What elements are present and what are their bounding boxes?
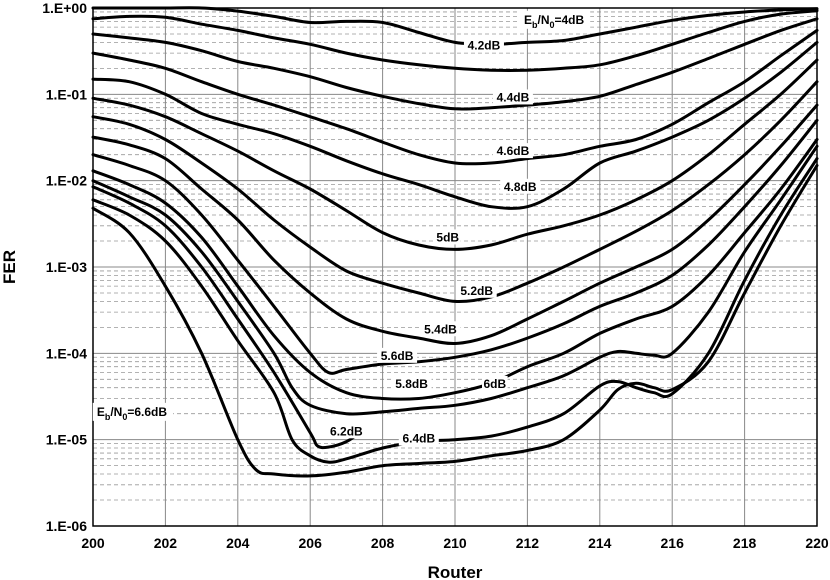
annotation-top-part: /N: [537, 13, 549, 27]
fer-curve-10: [91, 144, 819, 416]
curve-label: 5.4dB: [424, 322, 457, 336]
annotation-bottom-part: b: [105, 412, 111, 422]
x-tick-labels: 200 202 204 206 208 210 212 214 216 218 220: [81, 535, 829, 551]
y-axis-title: FER: [0, 250, 19, 284]
y-tick-label: 1.E-05: [46, 432, 87, 448]
fer-curve-4: [91, 40, 819, 210]
annotation-top-part: =4dB: [555, 13, 585, 27]
x-tick-label: 206: [299, 535, 323, 551]
y-tick-label: 1.E-04: [46, 345, 87, 361]
curve-label: 5.8dB: [395, 377, 428, 391]
curve-labels: 4.2dB 4.4dB 4.6dB 4.8dB 5dB 5.2dB 5.4dB 5.6dB 5.…: [92, 10, 591, 446]
curve-label-bg: [377, 347, 418, 363]
curve-label: 5.6dB: [381, 349, 414, 363]
annotation-top-part: 0: [549, 20, 554, 30]
fer-curve-1: [91, 9, 819, 73]
curve-label: 4.8dB: [504, 180, 537, 194]
y-tick-label: 1.E-06: [46, 518, 87, 534]
fer-curve-6: [91, 80, 819, 304]
y-tick-label: 1.E-03: [46, 259, 87, 275]
curve-label: 6.2dB: [330, 424, 363, 438]
plot-frame: [92, 7, 818, 527]
x-tick-label: 220: [805, 535, 829, 551]
annotation-bottom-bg: [92, 402, 174, 421]
annotation-top-bg: [519, 10, 591, 29]
y-tick-label: 1.E-01: [46, 86, 87, 102]
fer-curve-5: [91, 58, 819, 251]
curve-label-bg: [391, 375, 432, 391]
fer-curve-7: [91, 103, 819, 346]
x-tick-label: 202: [154, 535, 178, 551]
curve-label-bg: [420, 321, 461, 337]
annotation-bottom-part: E: [97, 405, 105, 419]
annotation-top-part: E: [524, 13, 532, 27]
curve-label-bg: [492, 143, 533, 159]
annotation-bottom-part: =6.6dB: [127, 405, 167, 419]
x-tick-label: 210: [443, 535, 467, 551]
x-tick-label: 216: [661, 535, 685, 551]
annotation-bottom-part: /N: [110, 405, 122, 419]
curve-label: 4.6dB: [497, 144, 530, 158]
curve-label: 4.4dB: [497, 90, 530, 104]
y-tick-label: 1.E-02: [46, 173, 87, 189]
fer-curve-11: [91, 185, 366, 450]
curve-label-bg: [492, 89, 533, 105]
curve-label: 5.2dB: [460, 284, 493, 298]
fer-curve-2: [91, 17, 819, 111]
fer-curve-8: [91, 118, 819, 375]
annotation-top-part: b: [532, 20, 538, 30]
curve-label-bg: [482, 375, 508, 391]
annotation-bottom: Eb/N0=6.6dB: [97, 405, 168, 422]
x-tick-label: 204: [226, 535, 250, 551]
curve-label: 4.2dB: [468, 38, 501, 52]
fer-curves: [91, 6, 819, 478]
annotation-bottom-part: 0: [122, 412, 127, 422]
fer-curve-13: [91, 164, 819, 478]
fer-curve-9: [91, 138, 819, 401]
curve-label-bg: [398, 430, 439, 446]
y-tick-label: 1.E+00: [42, 0, 87, 16]
fer-curve-3: [91, 28, 819, 166]
y-tick-labels: 1.E-06 1.E-05 1.E-04 1.E-03 1.E-02 1.E-01 1.E+…: [42, 0, 87, 534]
curve-label-bg: [463, 37, 504, 53]
x-tick-label: 208: [371, 535, 395, 551]
x-tick-label: 212: [516, 535, 540, 551]
curve-label: 6.4dB: [402, 432, 435, 446]
curve-label: 5dB: [436, 230, 459, 244]
annotation-top: Eb/N0=4dB: [524, 13, 585, 30]
curve-label-bg: [456, 282, 497, 298]
x-tick-label: 214: [588, 535, 612, 551]
x-axis-title: Router: [428, 563, 483, 580]
curve-label-bg: [434, 229, 461, 245]
curve-label: 6dB: [483, 377, 506, 391]
curve-label-bg: [326, 423, 367, 439]
curve-label-bg: [500, 178, 541, 194]
x-tick-label: 200: [81, 535, 105, 551]
x-tick-label: 218: [733, 535, 757, 551]
